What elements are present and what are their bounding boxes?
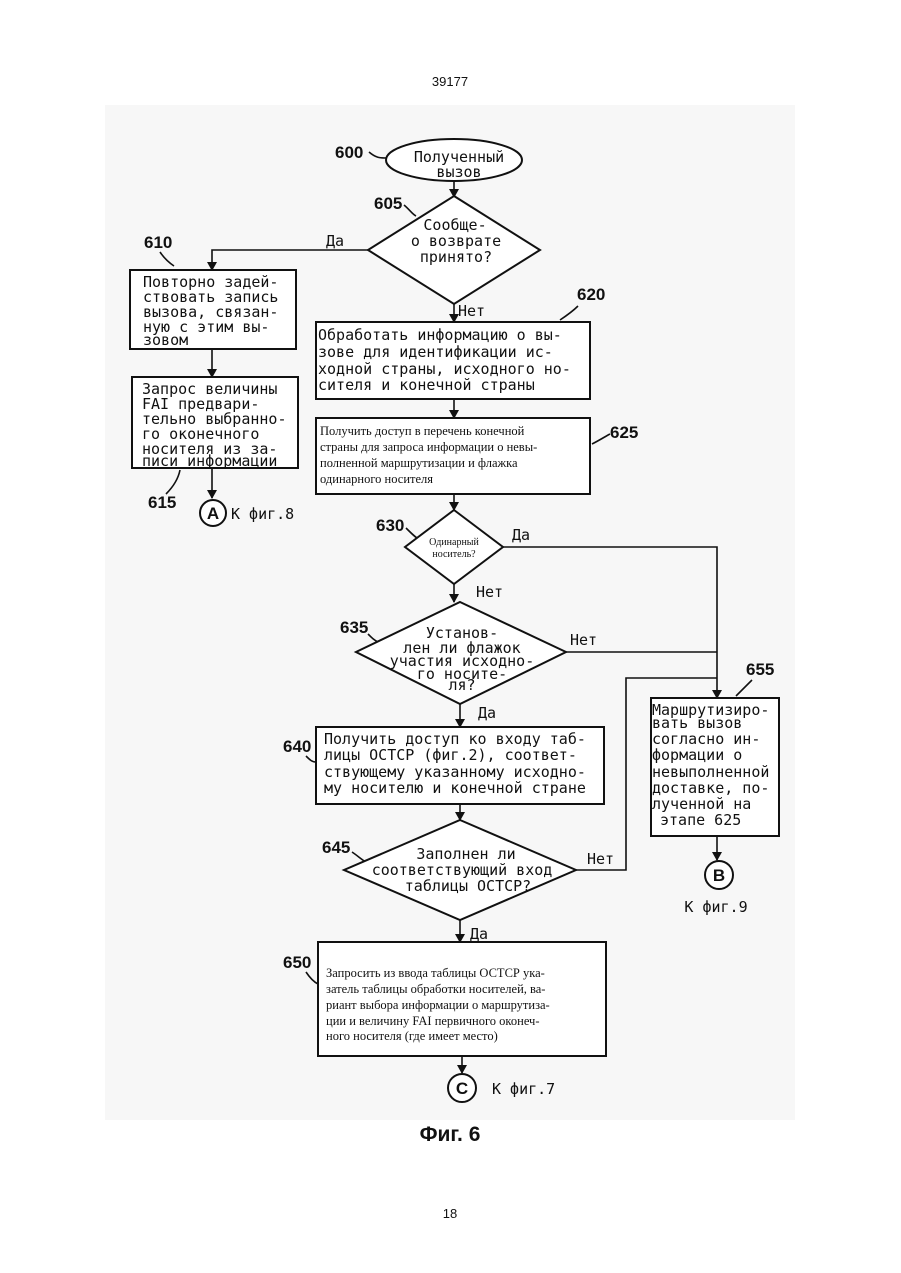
node-645-number: 645 — [322, 838, 350, 857]
node-655-line-8: этапе 625 — [660, 811, 741, 829]
node-610-number: 610 — [144, 233, 172, 252]
node-600-number: 600 — [335, 143, 363, 162]
connector-c-target: К фиг.7 — [492, 1080, 555, 1098]
node-615-line-6: писи информации — [142, 452, 277, 470]
node-655-number: 655 — [746, 660, 774, 679]
figure-caption: Фиг. 6 — [420, 1123, 481, 1146]
node-625-process: Получить доступ в перечень конечной стра… — [316, 418, 638, 494]
document-number: 39177 — [432, 74, 468, 89]
node-630-line-1: Одинарный — [429, 537, 479, 548]
node-635-decision: 635 Установ- лен ли флажок участия исход… — [340, 602, 566, 704]
label-630-yes: Да — [512, 526, 530, 544]
page-number: 18 — [443, 1206, 457, 1221]
node-605-line-3: принято? — [420, 248, 492, 266]
node-630-number: 630 — [376, 516, 404, 535]
connector-a-target: К фиг.8 — [231, 505, 294, 523]
connector-b: B К фиг.9 — [684, 861, 747, 916]
node-650-line-1: Запросить из ввода таблицы ОСТСР ука- — [326, 966, 545, 980]
node-620-line-4: сителя и конечной страны — [318, 376, 535, 394]
node-640-line-4: му носителю и конечной стране — [324, 779, 586, 797]
node-625-number: 625 — [610, 423, 638, 442]
node-625-line-1: Получить доступ в перечень конечной — [320, 424, 525, 438]
node-640-line-2: лицы ОСТСР (фиг.2), соответ- — [324, 746, 577, 764]
node-650-process: 650 Запросить из ввода таблицы ОСТСР ука… — [283, 942, 606, 1056]
node-625-line-2: страны для запроса информации о невы- — [320, 440, 537, 454]
node-635-number: 635 — [340, 618, 368, 637]
node-630-decision: 630 Одинарный носитель? — [376, 510, 503, 584]
node-650-line-4: ции и величину FAI первичного оконеч- — [326, 1014, 540, 1028]
node-610-line-5: зовом — [143, 331, 188, 349]
node-640-process: 640 Получить доступ ко входу таб- лицы О… — [283, 727, 604, 804]
label-605-no: Нет — [458, 302, 485, 320]
label-630-no: Нет — [476, 583, 503, 601]
node-620-number: 620 — [577, 285, 605, 304]
node-600-line-2: вызов — [436, 163, 481, 181]
node-650-line-5: ного носителя (где имеет место) — [326, 1029, 498, 1043]
node-625-line-3: полненной маршрутизации и флажка — [320, 456, 518, 470]
label-605-yes: Да — [326, 232, 344, 250]
node-605-number: 605 — [374, 194, 402, 213]
node-620-line-2: зове для идентификации ис- — [318, 343, 553, 361]
node-635-line-5: ля? — [448, 676, 475, 694]
label-645-no: Нет — [587, 850, 614, 868]
connector-b-target: К фиг.9 — [684, 898, 747, 916]
connector-c: C К фиг.7 — [448, 1074, 555, 1102]
label-635-yes: Да — [478, 704, 496, 722]
node-655-line-4: формации о — [652, 746, 742, 764]
node-650-number: 650 — [283, 953, 311, 972]
node-615-number: 615 — [148, 493, 176, 512]
label-635-no: Нет — [570, 631, 597, 649]
connector-a-letter: A — [207, 504, 219, 523]
node-650-line-3: риант выбора информации о маршрутиза- — [326, 998, 550, 1012]
label-645-yes: Да — [470, 925, 488, 943]
node-620-line-1: Обработать информацию о вы- — [318, 326, 562, 344]
connector-b-letter: B — [713, 866, 725, 885]
connector-a: A К фиг.8 — [200, 500, 294, 526]
connector-c-letter: C — [456, 1079, 468, 1098]
node-640-number: 640 — [283, 737, 311, 756]
node-650-line-2: затель таблицы обработки носителей, ва- — [326, 982, 545, 996]
node-625-line-4: одинарного носителя — [320, 472, 433, 486]
node-655-process: 655 Маршрутизиро- вать вызов согласно ин… — [651, 660, 779, 836]
node-645-decision: 645 Заполнен ли соответствующий вход таб… — [322, 820, 576, 920]
node-600-start: 600 Полученный вызов — [335, 139, 522, 181]
node-630-line-2: носитель? — [432, 549, 476, 560]
node-645-line-3: таблицы ОСТСР? — [405, 877, 531, 895]
node-605-decision: 605 Сообще- о возврате принято? — [368, 194, 540, 304]
